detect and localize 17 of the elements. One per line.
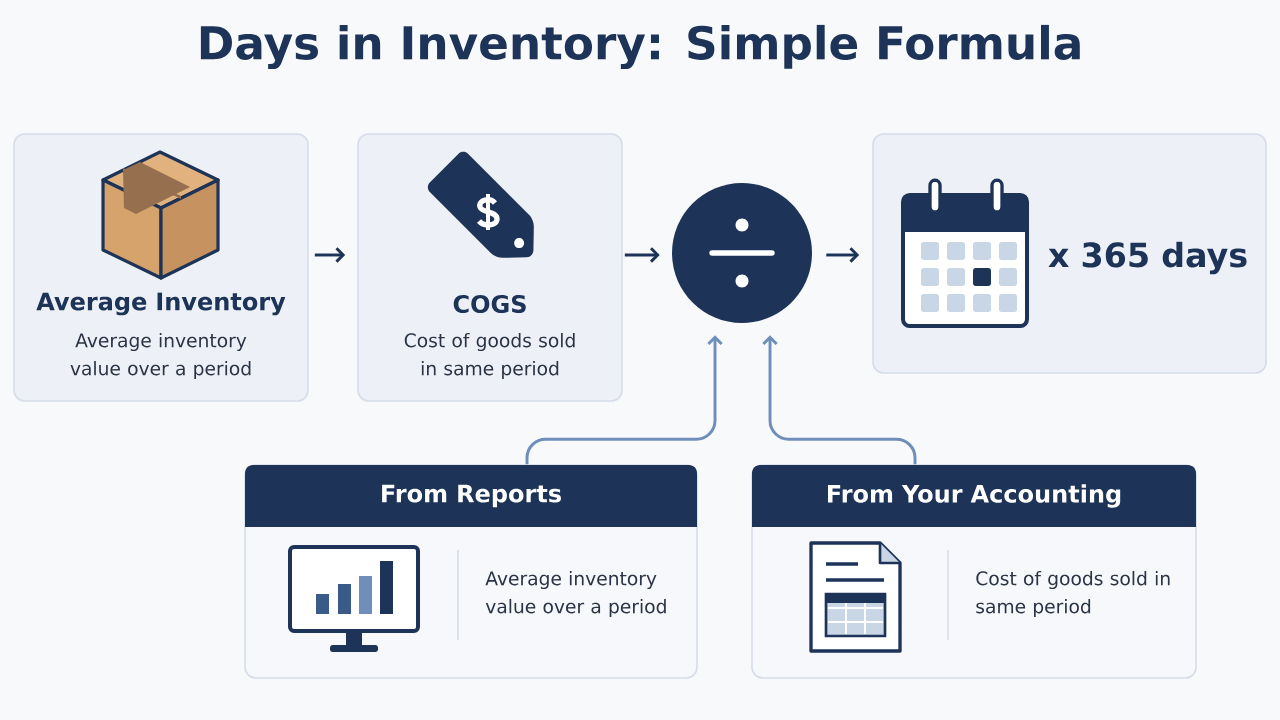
title: Days in Inventory: Simple Formula [200, 24, 1080, 70]
arrow [826, 247, 860, 263]
divide-circle [672, 183, 812, 323]
arrow [525, 335, 723, 465]
card-title: COGS [453, 294, 526, 314]
arrow [624, 247, 660, 263]
panel-description: Cost of goods sold in same period [976, 570, 1170, 618]
card-description: Average inventory value over a period [70, 332, 251, 380]
multiplier-label: x 365 days [1048, 241, 1247, 275]
panel-header: From Reports [382, 484, 561, 508]
card [357, 133, 623, 402]
panel-header: From Your Accounting [828, 484, 1121, 508]
card-description: Cost of goods sold in same period [404, 332, 575, 380]
arrow [314, 247, 346, 263]
panel-description: Average inventory value over a period [485, 570, 666, 618]
card-title: Average Inventory [36, 292, 286, 316]
arrow [762, 335, 917, 465]
